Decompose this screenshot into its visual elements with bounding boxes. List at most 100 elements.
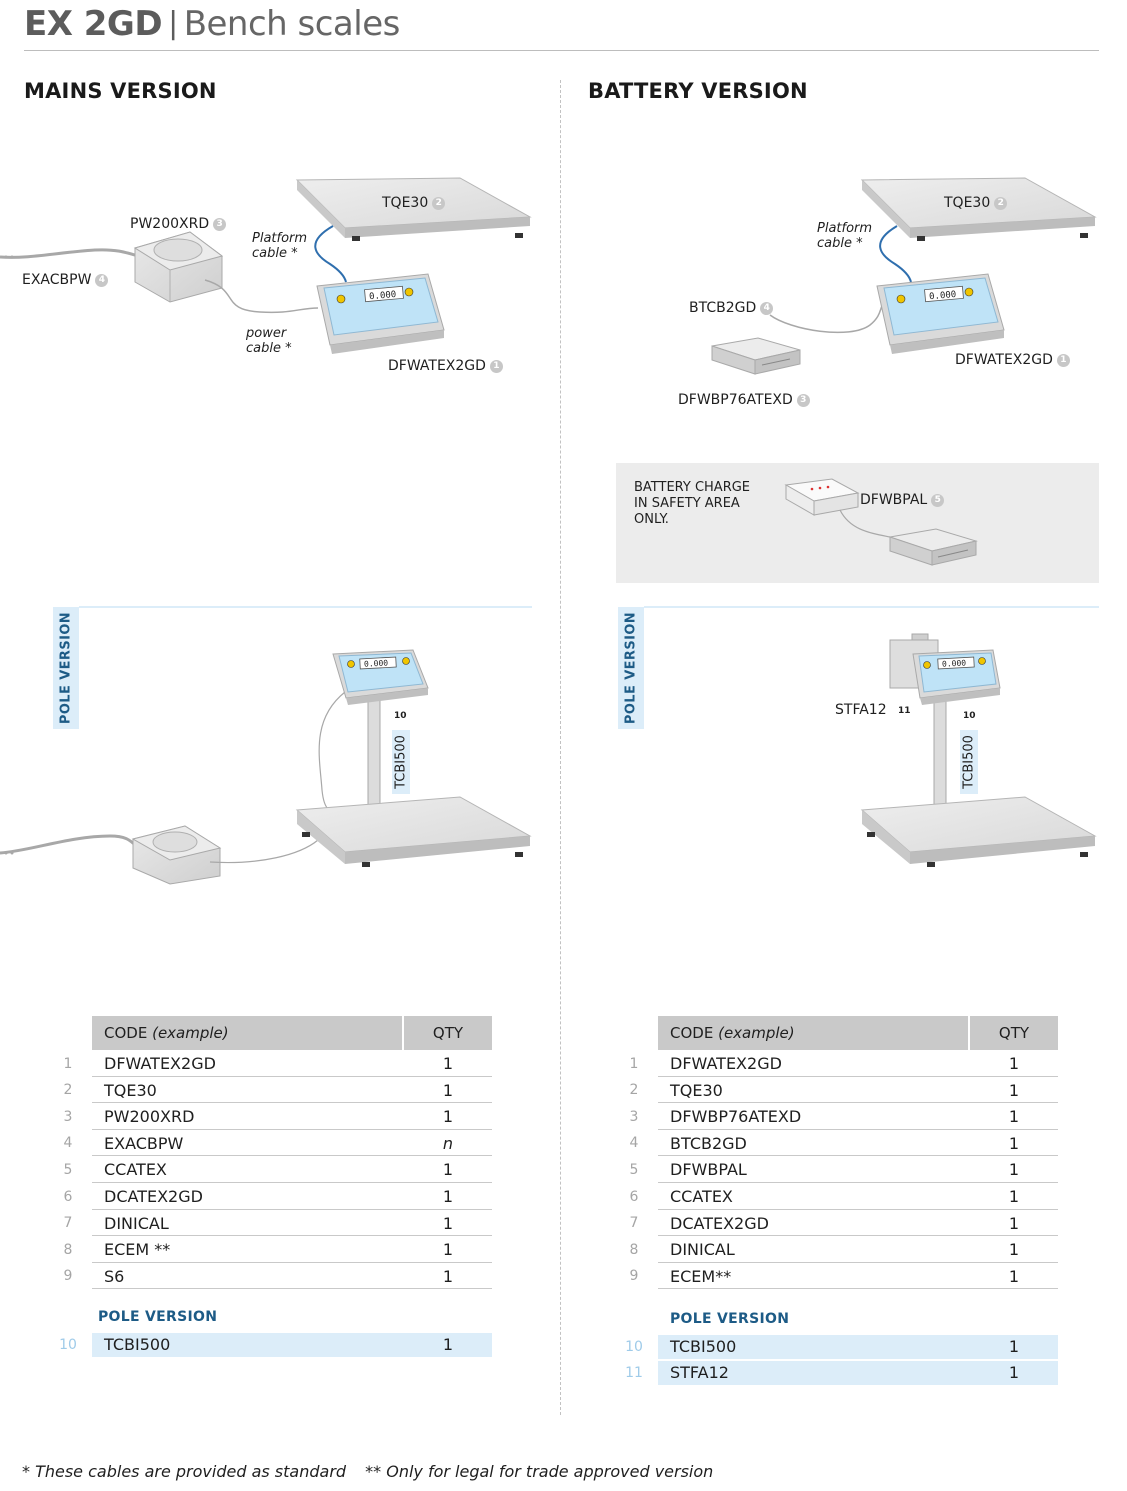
row-code: DFWBP76ATEXD [670, 1107, 802, 1127]
row-code: DINICAL [104, 1213, 169, 1233]
row-index: 3 [629, 1108, 639, 1125]
row-qty: 1 [1008, 1107, 1020, 1127]
row-code: BTCB2GD [670, 1133, 747, 1153]
product-category: Bench scales [183, 4, 401, 44]
battery-pole-num: 10 [963, 711, 976, 721]
atex-mark-icon [964, 287, 974, 297]
row-qty: n [442, 1133, 454, 1153]
column-divider [560, 80, 561, 1415]
row-code: STFA12 [670, 1363, 729, 1383]
atex-mark-icon [923, 661, 931, 669]
scale-platform-icon [860, 177, 1097, 241]
platform-cable-icon [314, 225, 347, 283]
table-row: 1 DFWATEX2GD 1 [64, 1052, 492, 1077]
row-code: DFWBPAL [670, 1160, 747, 1180]
page-header: EX 2GD|Bench scales [24, 4, 400, 48]
table-row: 7 DINICAL 1 [64, 1211, 492, 1237]
battery-pole-version-tag: POLE VERSION [618, 607, 644, 729]
row-index: 2 [63, 1082, 73, 1099]
weighing-indicator-icon: 0.000 [912, 649, 1001, 705]
row-code: DFWATEX2GD [670, 1054, 782, 1074]
row-code: TQE30 [670, 1080, 723, 1100]
battery-bracket-num: 11 [898, 706, 911, 716]
row-qty: 1 [442, 1054, 454, 1074]
weighing-indicator-icon: 0.000 [876, 273, 1005, 354]
power-supply-icon [133, 231, 224, 303]
mains-diagram: 0.000 [0, 177, 532, 354]
mains-pole-diagram: 0.000 [0, 649, 532, 885]
row-index: 1 [63, 1055, 73, 1072]
row-index: 11 [625, 1364, 643, 1381]
scale-platform-icon [295, 177, 532, 241]
row-qty: 1 [1008, 1133, 1020, 1153]
pole-icon [367, 699, 381, 809]
row-qty: 1 [442, 1266, 454, 1286]
row-code: CCATEX [104, 1160, 167, 1180]
row-code: CCATEX [670, 1187, 733, 1207]
weighing-indicator-icon: 0.000 [316, 273, 445, 354]
charger-diagram [784, 478, 978, 566]
row-code: DFWATEX2GD [104, 1054, 216, 1074]
row-qty: 1 [1008, 1337, 1020, 1357]
row-qty: 1 [1008, 1240, 1020, 1260]
row-qty: 1 [442, 1213, 454, 1233]
battery-table-pole-heading: POLE VERSION [670, 1311, 790, 1328]
svg-text:0.000: 0.000 [364, 658, 389, 668]
row-code: DINICAL [670, 1240, 735, 1260]
table-row: 9 ECEM** 1 [630, 1264, 1058, 1290]
mains-pole-version-tag: POLE VERSION [53, 607, 79, 729]
product-model: EX 2GD [24, 4, 163, 44]
mains-pole-code-tag: TCBI500 [392, 730, 410, 794]
row-qty: 1 [442, 1335, 454, 1355]
footnote-legal-for-trade: ** Only for legal for trade approved ver… [365, 1462, 714, 1481]
row-index: 7 [629, 1215, 639, 1232]
row-index: 10 [625, 1338, 643, 1355]
row-qty: 1 [442, 1080, 454, 1100]
table-row: 5 CCATEX 1 [64, 1158, 492, 1183]
atex-mark-icon [404, 287, 414, 297]
row-qty: 1 [442, 1187, 454, 1207]
row-index: 5 [63, 1161, 73, 1178]
row-qty: 1 [442, 1240, 454, 1260]
row-code: S6 [104, 1266, 125, 1286]
mains-table-pole-heading: POLE VERSION [98, 1309, 218, 1326]
row-qty: 1 [442, 1107, 454, 1127]
row-index: 9 [629, 1268, 639, 1285]
row-index: 9 [63, 1268, 73, 1285]
battery-platform-cable-label: Platform cable * [817, 221, 873, 251]
atex-mark-icon [336, 294, 346, 304]
table-row: 9 S6 1 [64, 1264, 492, 1290]
row-qty: 1 [442, 1160, 454, 1180]
row-qty: 1 [1008, 1266, 1020, 1286]
table-row: 11 STFA12 1 [625, 1360, 1058, 1385]
row-code: ECEM** [670, 1266, 732, 1286]
row-index: 3 [63, 1108, 73, 1125]
row-code: TQE30 [104, 1080, 157, 1100]
row-code: DCATEX2GD [104, 1187, 203, 1207]
battery-pack-icon [711, 337, 801, 375]
battery-pack-icon [889, 528, 978, 566]
battery-cable-icon [769, 305, 883, 334]
battery-diagram: 0.000 [711, 177, 1097, 375]
row-code: ECEM ** [104, 1240, 171, 1260]
table-row: 2 TQE30 1 [64, 1078, 492, 1104]
row-index: 7 [63, 1215, 73, 1232]
row-code: TCBI500 [104, 1335, 171, 1355]
row-qty: 1 [1008, 1363, 1020, 1383]
power-cable-icon [204, 279, 319, 314]
